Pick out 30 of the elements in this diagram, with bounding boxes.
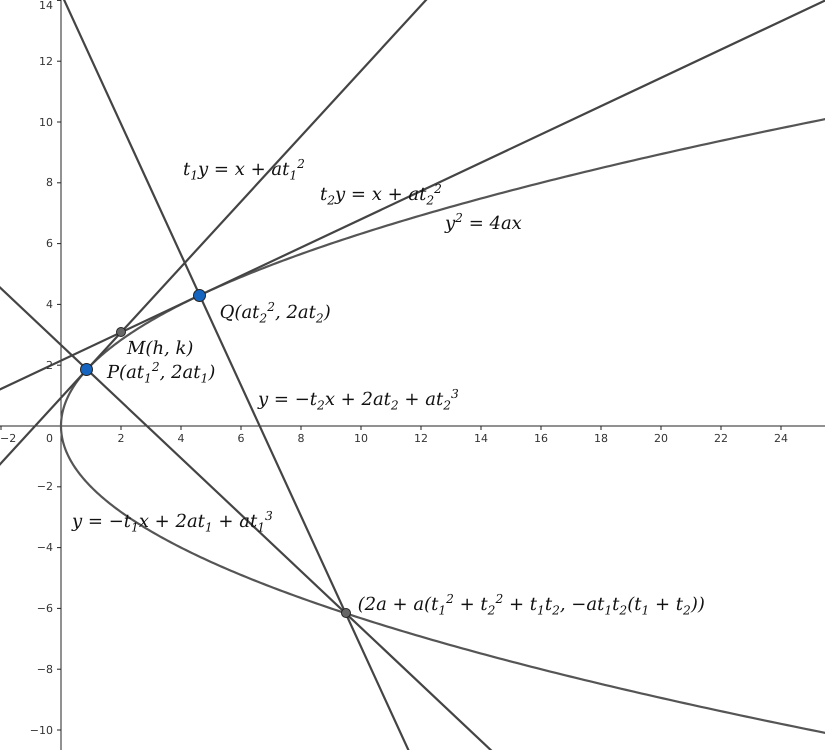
tick-label: −2	[36, 481, 53, 492]
tick-label: −10	[30, 724, 53, 736]
equation-label: y$^{2}$ = 4ax	[445, 212, 522, 233]
tick-label: 2	[118, 433, 124, 444]
point-label: (2a + a(t$_{1}$$^{2}$ + t$_{2}$$^{2}$ + t$_{1}$t$_{2}$, −at$_{1}$t$_{2}$(t$_{1}$ + t$_{2}$))	[358, 593, 705, 618]
tick-label: 16	[534, 433, 548, 444]
tick-label: 4	[46, 298, 53, 310]
point-label: P(at$_{1}$$^{2}$, 2at$_{1}$)	[106, 361, 216, 386]
tick-label: 18	[594, 433, 608, 444]
tick-label: 12	[39, 56, 53, 67]
tick-label: 24	[774, 433, 788, 444]
tick-label: 8	[298, 433, 304, 444]
tick-label: 6	[46, 238, 53, 250]
tick-label: 14	[474, 433, 488, 444]
tick-label: 14	[39, 0, 53, 11]
tick-label: 10	[39, 116, 53, 128]
point-label: Q(at$_{2}$$^{2}$, 2at$_{2}$)	[220, 301, 331, 326]
tick-label: 12	[414, 433, 428, 444]
tick-label: 4	[178, 433, 184, 444]
tick-label: −4	[36, 542, 53, 554]
tick-label: −8	[36, 664, 53, 675]
tick-label: 20	[654, 433, 668, 444]
tick-label: 10	[354, 433, 368, 444]
tick-label: 8	[46, 177, 53, 188]
tick-label: −6	[36, 602, 53, 614]
point-label: M(h, k)	[126, 340, 194, 358]
tick-label: 6	[238, 433, 244, 444]
tick-label: 0	[46, 433, 53, 444]
tick-label: 22	[714, 433, 728, 444]
tick-label: −2	[0, 433, 16, 444]
